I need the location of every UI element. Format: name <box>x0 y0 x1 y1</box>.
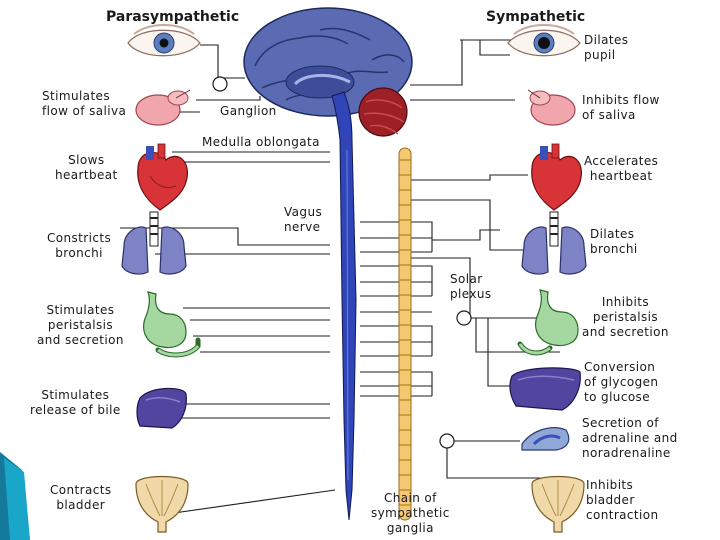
label-medulla-oblongata: Medulla oblongata <box>202 135 320 149</box>
label-line: Chain of <box>383 491 437 505</box>
label-inhibits-peristalsis: Inhibits peristalsis and secretion <box>582 295 669 340</box>
sympathetic-ganglia-chain <box>398 147 412 521</box>
label-line: Inhibits flow <box>582 93 660 107</box>
label-stimulates-saliva: Stimulates flow of saliva <box>42 89 126 119</box>
label-inhibits-bladder: Inhibits bladder contraction <box>586 478 659 523</box>
label-line: of saliva <box>582 108 636 122</box>
label-line: Conversion <box>584 360 656 374</box>
corner-accent <box>0 452 30 540</box>
label-dilates-bronchi: Dilates bronchi <box>590 227 638 257</box>
label-line: pupil <box>584 48 616 62</box>
label-line: heartbeat <box>55 168 118 182</box>
label-line: Solar <box>450 272 483 286</box>
brain <box>243 7 413 117</box>
heart-left-icon <box>137 143 188 211</box>
label-line: Dilates <box>584 33 629 47</box>
label-line: sympathetic <box>371 506 450 520</box>
adrenal-gland-icon <box>521 427 570 451</box>
label-stimulates-bile: Stimulates release of bile <box>30 388 121 418</box>
label-dilates-pupil: Dilates pupil <box>584 33 628 63</box>
bladder-left-icon <box>135 475 189 533</box>
stomach-left-icon <box>143 291 201 358</box>
liver-left-icon <box>136 387 187 429</box>
label-line: bladder <box>56 498 106 512</box>
label-vagus-nerve: Vagus nerve <box>284 205 322 235</box>
bladder-right-icon <box>531 475 585 533</box>
label-line: heartbeat <box>589 169 653 183</box>
label-line: Accelerates <box>584 154 659 168</box>
label-line: and secretion <box>37 333 124 347</box>
salivary-gland-left-icon <box>135 89 191 126</box>
label-line: Stimulates <box>46 303 115 317</box>
label-line: contraction <box>586 508 659 522</box>
lungs-right-icon <box>521 211 587 275</box>
label-inhibits-saliva: Inhibits flow of saliva <box>582 93 660 123</box>
eye-left-icon <box>127 24 201 57</box>
label-stimulates-peristalsis: Stimulates peristalsis and secretion <box>37 303 124 348</box>
label-line: peristalsis <box>592 310 659 324</box>
label-line: Slows <box>68 153 105 167</box>
spinal-cord-highlight <box>346 149 349 481</box>
label-line: to glucose <box>584 390 650 404</box>
label-accelerates-heartbeat: Accelerates heartbeat <box>584 154 658 184</box>
ganglion-nodes <box>212 76 472 449</box>
label-line: Dilates <box>590 227 635 241</box>
label-line: plexus <box>450 287 492 301</box>
liver-right-icon <box>509 367 581 411</box>
label-line: release of bile <box>30 403 121 417</box>
spinal-cord <box>331 91 357 521</box>
label-line: ganglia <box>386 521 434 535</box>
label-solar-plexus: Solar plexus <box>450 272 491 302</box>
label-line: Constricts <box>47 231 112 245</box>
label-line: Inhibits <box>601 295 650 309</box>
label-slows-heartbeat: Slows heartbeat <box>55 153 118 183</box>
label-line: bladder <box>586 493 635 507</box>
label-ganglion: Ganglion <box>220 104 277 118</box>
label-line: Contracts <box>50 483 112 497</box>
label-line: noradrenaline <box>582 446 671 460</box>
lungs-left-icon <box>121 211 187 275</box>
label-conversion-glycogen: Conversion of glycogen to glucose <box>584 360 658 405</box>
label-line: flow of saliva <box>42 104 127 118</box>
label-line: of glycogen <box>584 375 659 389</box>
label-line: Stimulates <box>41 388 110 402</box>
label-line: Stimulates <box>42 89 110 103</box>
label-line: Inhibits <box>586 478 634 492</box>
label-line: bronchi <box>55 246 103 260</box>
label-line: peristalsis <box>47 318 114 332</box>
heart-right-icon <box>531 143 582 211</box>
cerebellum <box>358 87 408 137</box>
label-line: nerve <box>284 220 321 234</box>
label-secretion-adrenaline: Secretion of adrenaline and noradrenalin… <box>582 416 678 461</box>
salivary-gland-right-icon <box>527 89 576 126</box>
label-constricts-bronchi: Constricts bronchi <box>47 231 111 261</box>
stomach-right-icon <box>517 289 579 356</box>
label-chain-sympathetic-ganglia: Chain of sympathetic ganglia <box>371 491 450 536</box>
label-line: bronchi <box>590 242 638 256</box>
label-line: Vagus <box>284 205 323 219</box>
label-line: and secretion <box>582 325 669 339</box>
sympathetic-header: Sympathetic <box>486 9 586 25</box>
label-line: adrenaline and <box>582 431 678 445</box>
eye-right-icon <box>507 24 581 57</box>
label-contracts-bladder: Contracts bladder <box>50 483 111 513</box>
label-line: Secretion of <box>582 416 659 430</box>
parasympathetic-header: Parasympathetic <box>106 9 240 25</box>
